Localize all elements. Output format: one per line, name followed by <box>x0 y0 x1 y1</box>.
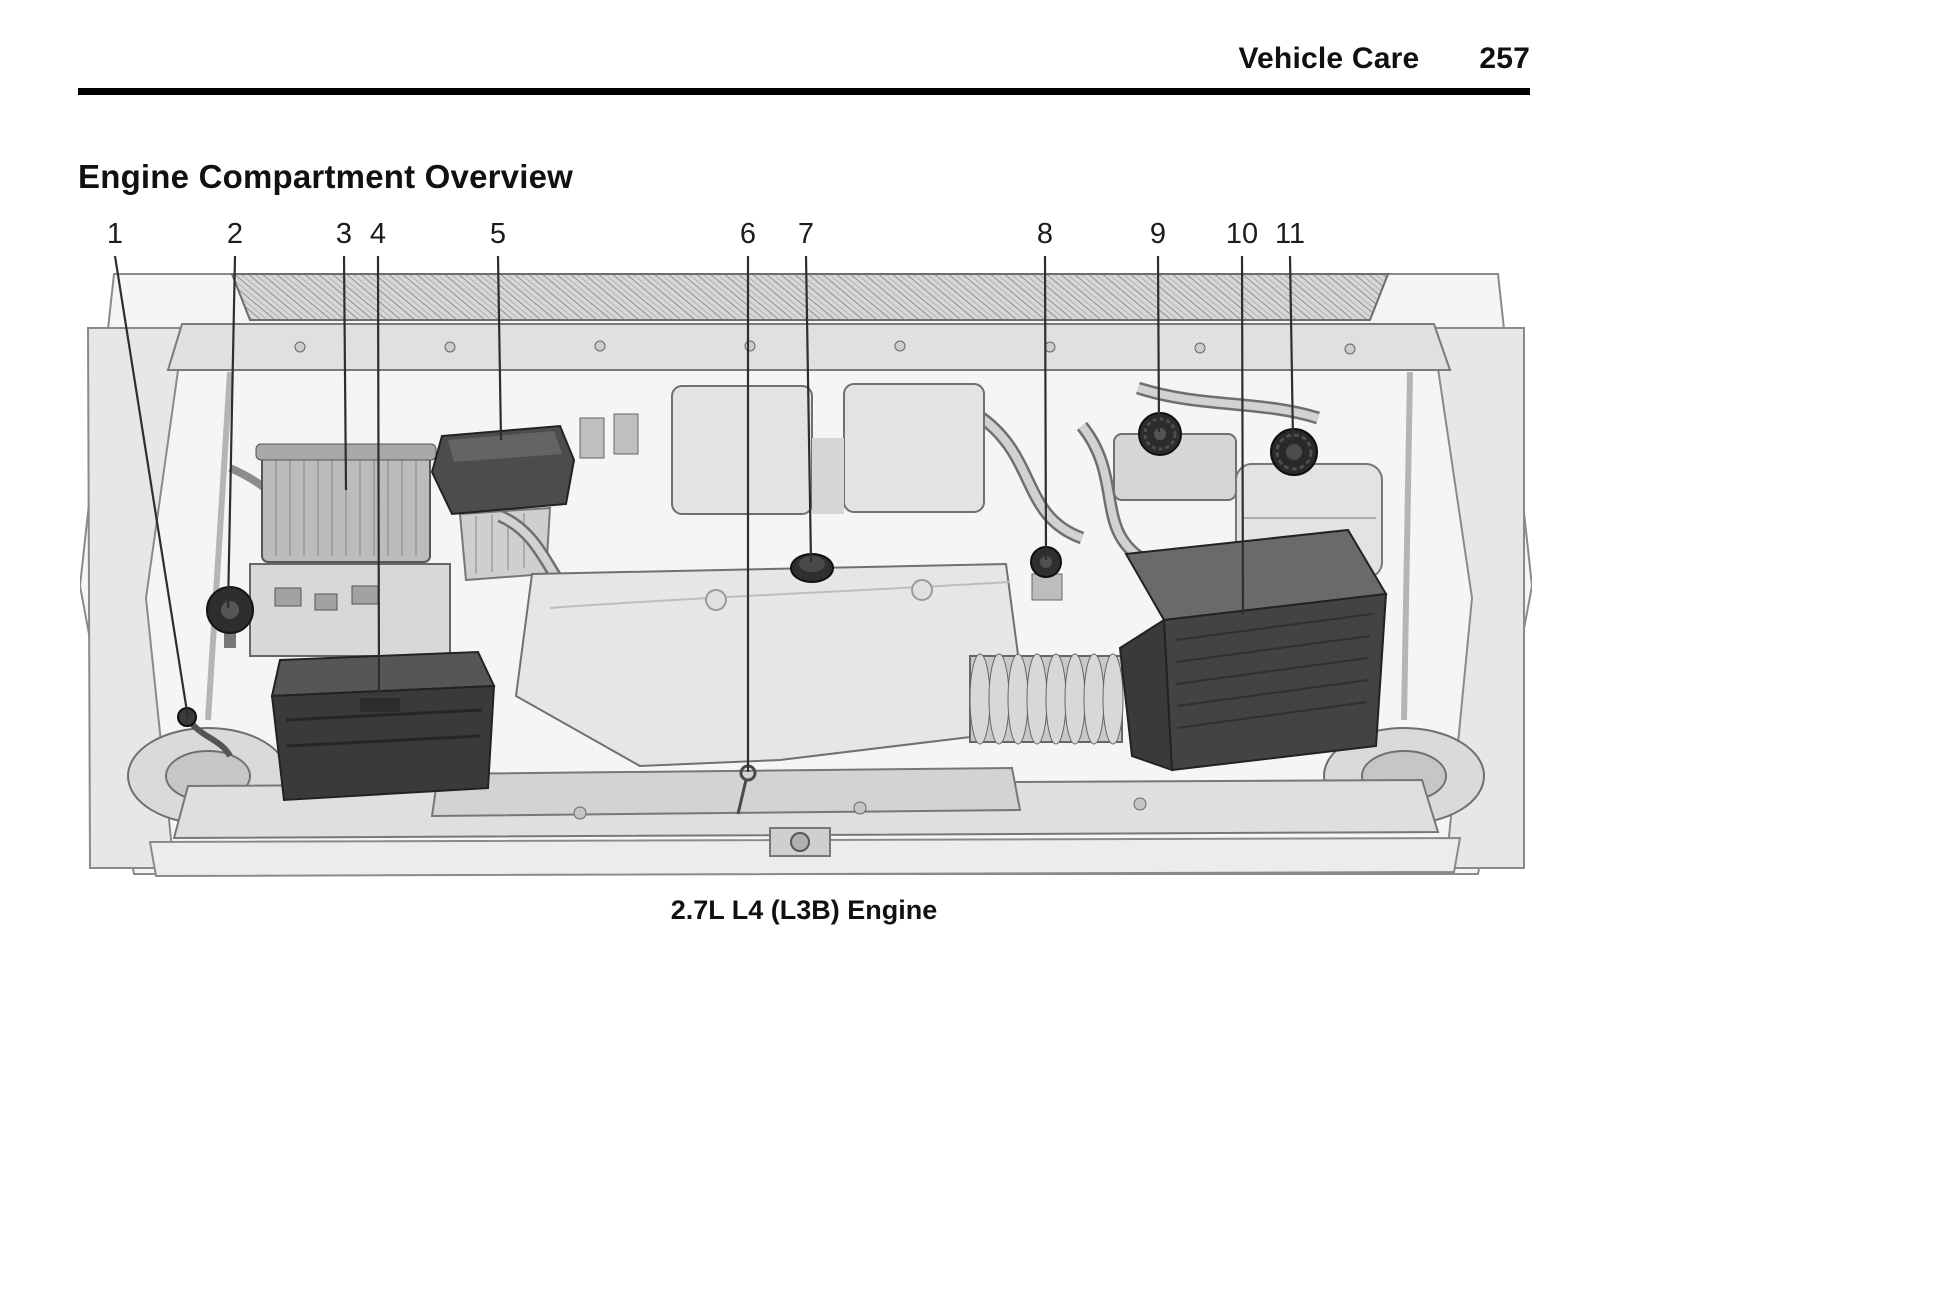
engine-illustration <box>80 273 1532 878</box>
callout-number-3: 3 <box>335 218 353 250</box>
fuse-block <box>270 650 496 802</box>
callout-number-11: 11 <box>1274 218 1306 250</box>
engine-cover-humps <box>671 383 985 515</box>
callout-number-1: 1 <box>106 218 124 250</box>
header-section-title: Vehicle Care <box>1238 42 1420 75</box>
intake-duct <box>969 653 1124 745</box>
callout-number-5: 5 <box>489 218 507 250</box>
ignition-coil-area <box>579 413 639 459</box>
callout-number-4: 4 <box>369 218 387 250</box>
callout-number-8: 8 <box>1036 218 1054 250</box>
header-page-number: 257 <box>1479 42 1530 75</box>
relay-module <box>430 424 576 582</box>
right-brace <box>1401 371 1413 721</box>
hood-latch <box>769 827 831 857</box>
cowl-mesh-panel <box>230 273 1390 321</box>
engine-cover <box>514 562 1030 768</box>
reservoir-9 <box>1113 412 1237 501</box>
page-header: Vehicle Care 257 <box>78 42 1530 76</box>
callout-number-2: 2 <box>226 218 244 250</box>
callout-number-7: 7 <box>797 218 815 250</box>
electrical-center <box>249 443 451 657</box>
callout-number-6: 6 <box>739 218 757 250</box>
section-heading: Engine Compartment Overview <box>78 158 574 195</box>
header-rule <box>78 88 1530 95</box>
cowl-panel <box>166 323 1452 371</box>
right-fender-structure <box>1430 327 1525 869</box>
oil-fill-cap <box>790 553 834 583</box>
left-brace <box>205 371 233 721</box>
callout-number-10: 10 <box>1225 218 1259 250</box>
cap-8 <box>1030 546 1063 601</box>
air-cleaner-assembly <box>1118 528 1388 772</box>
callout-number-9: 9 <box>1149 218 1167 250</box>
figure-caption: 2.7L L4 (L3B) Engine <box>670 895 938 925</box>
